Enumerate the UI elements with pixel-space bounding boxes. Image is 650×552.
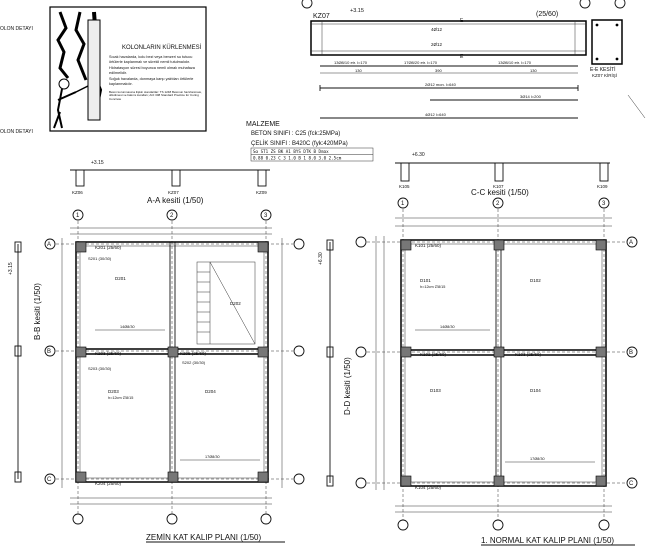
right-axis-1: 1 <box>401 201 405 207</box>
right-beam-k102: K102 (25/60) <box>420 352 447 357</box>
left-beam-top-l: KZ06 <box>72 190 83 195</box>
top-beam-bar-mid: 2Ø12 <box>431 42 443 47</box>
stair-block <box>196 261 256 345</box>
right-elev: +6.30 <box>412 152 425 158</box>
right-section-dd-title: D-D kesiti (1/50) <box>343 357 352 415</box>
left-beam-top-m: KZ07 <box>168 190 179 195</box>
notice-fineprint: Beton korunmasına ilişkin standartlar: T… <box>109 89 202 101</box>
left-axis-a: A <box>47 242 51 248</box>
top-beam-elev: +3.15 <box>350 8 364 14</box>
top-beam-dim-2: 390 <box>435 68 442 73</box>
right-floor-plan: 1 2 3 A B C K101 (25/60) K1 <box>318 197 638 546</box>
left-slab-d203: D203 <box>108 389 119 394</box>
top-beam-rebar-1: 13Ø8/10 etr. l=170 <box>334 60 368 65</box>
left-axis-c: C <box>47 477 52 483</box>
material-table-head: Sα ST1 ZS BK A1 BYS DTK B Dmax <box>253 149 329 154</box>
section-ee-sub: KZ07 KİRİŞİ <box>592 72 617 78</box>
top-beam-bot-bar-3: 4Ø12 l=640 <box>425 112 447 117</box>
right-plan-title: 1. NORMAL KAT KALIP PLANI (1/50) <box>481 536 614 545</box>
left-elev: +3.15 <box>91 160 104 166</box>
top-beam-dim-1: 130 <box>355 68 362 73</box>
right-slab-d103: D103 <box>430 388 441 393</box>
left-beam-top-r: KZ09 <box>256 190 267 195</box>
left-beam-k204: K204 (25/60) <box>95 481 122 486</box>
left-plan-title: ZEMİN KAT KALIP PLANI (1/50) <box>146 533 261 542</box>
right-section-cc: +6.30 K105 K107 K109 C-C kesiti (1/50) <box>395 152 610 197</box>
top-beam-bot-bar-2: 3Ø14 l=200 <box>520 94 542 99</box>
left-axis-3: 3 <box>264 213 268 219</box>
left-floor-plan: 1 2 3 A B C <box>8 209 305 543</box>
top-beam-elevation: KZ07 +3.15 (25/60) 4Ø12 2Ø12 E E 13Ø8/10… <box>301 0 646 119</box>
right-beam-k103: K103 (25/60) <box>515 352 542 357</box>
svg-text:E: E <box>460 18 464 24</box>
right-beam-top-r: K109 <box>597 184 608 189</box>
material-steel: ÇELİK SINIFI : B420C (fyk:420MPa) <box>251 140 348 147</box>
left-slab-d201: D201 <box>115 276 126 281</box>
left-slab-d204: D204 <box>205 389 216 394</box>
notice-para-3: Soğuk havalarda, donmaya karşı yalıtılan… <box>109 77 194 86</box>
material-title: MALZEME <box>246 121 280 128</box>
left-axis-1: 1 <box>76 213 80 219</box>
left-section-aa-title: A-A kesiti (1/50) <box>147 196 204 205</box>
left-beam-k205: K205 (25/60) <box>180 351 207 356</box>
material-table-row: 0.88 0.23 C 3 1.0 B 1 8.0 3.0 2.5cm <box>253 156 342 161</box>
left-rebar-1: 14Ø8/30 <box>120 325 135 329</box>
worker-illustration <box>53 11 103 129</box>
left-section-bb-title: B-B kesiti (1/50) <box>33 283 42 340</box>
right-beam-k104: K104 (25/60) <box>415 485 442 490</box>
curing-notice: KOLONLARIN KÜRLENMESİ Sıcak havalarda, k… <box>49 6 207 132</box>
right-rebar-1: 14Ø8/30 <box>440 325 455 329</box>
sidebar-label-1: OLON DETAYI <box>0 26 33 32</box>
top-beam-rebar-2: 17Ø8/20 etr. l=170 <box>404 60 438 65</box>
right-slab-d102: D102 <box>530 278 541 283</box>
left-rebar-2: 17Ø8/30 <box>205 455 220 459</box>
left-beam-k203: K203 (25/60) <box>95 351 122 356</box>
material-block: MALZEME BETON SINIFI : C25 (fck:25MPa) Ç… <box>246 121 374 162</box>
right-axis-3: 3 <box>602 201 606 207</box>
top-beam-dim-3: 130 <box>530 68 537 73</box>
right-axis-c: C <box>629 481 634 487</box>
right-slab-d101: D101 <box>420 278 431 283</box>
left-col-s202: S202 (30/30) <box>182 360 206 365</box>
left-col-s201: S201 (30/30) <box>88 256 112 261</box>
top-beam-rebar-3: 13Ø8/10 etr. l=170 <box>498 60 532 65</box>
left-beam-k201: K201 (25/60) <box>95 245 122 250</box>
right-elev-b: +6.30 <box>318 252 324 265</box>
left-axis-b: B <box>47 349 51 355</box>
material-concrete: BETON SINIFI : C25 (fck:25MPa) <box>251 131 340 137</box>
top-beam-size: (25/60) <box>536 11 558 18</box>
right-rebar-2: 17Ø8/30 <box>530 457 545 461</box>
svg-text:E: E <box>460 54 464 60</box>
right-axis-a: A <box>629 240 633 246</box>
right-slab-d104: D104 <box>530 388 541 393</box>
right-beam-k101: K101 (25/60) <box>415 243 442 248</box>
notice-para-1: Sıcak havalarda, kolu bezi veya benzeri … <box>109 55 193 64</box>
notice-heading: KOLONLARIN KÜRLENMESİ <box>122 44 202 51</box>
notice-para-2: Hidratasyon süresi boyunca nemli olmalı … <box>109 66 195 75</box>
left-section-aa: +3.15 KZ06 KZ07 KZ09 A-A kesiti (1/50) <box>70 160 270 205</box>
right-section-cc-title: C-C kesiti (1/50) <box>471 188 529 197</box>
left-axis-2: 2 <box>170 213 174 219</box>
right-axis-b: B <box>629 350 633 356</box>
right-beam-top-m: K107 <box>493 184 504 189</box>
right-slab-detail: h=12cm ∅8/15 <box>420 285 445 289</box>
top-beam-bot-bar-1: 2Ø12 mon. l=640 <box>425 82 457 87</box>
sidebar-label-2: OLON DETAYI <box>0 129 33 135</box>
left-elev-b: +3.15 <box>8 262 14 275</box>
section-ee-title: E-E KESİTİ <box>590 66 616 73</box>
left-slab-detail: h=12cm ∅8/15 <box>108 396 133 400</box>
top-beam-bar-top: 4Ø12 <box>431 27 443 32</box>
right-axis-2: 2 <box>496 201 500 207</box>
right-beam-top-l: K105 <box>399 184 410 189</box>
left-slab-d202: D202 <box>230 301 241 306</box>
top-beam-id: KZ07 <box>313 13 330 20</box>
left-col-s203: S203 (30/30) <box>88 366 112 371</box>
